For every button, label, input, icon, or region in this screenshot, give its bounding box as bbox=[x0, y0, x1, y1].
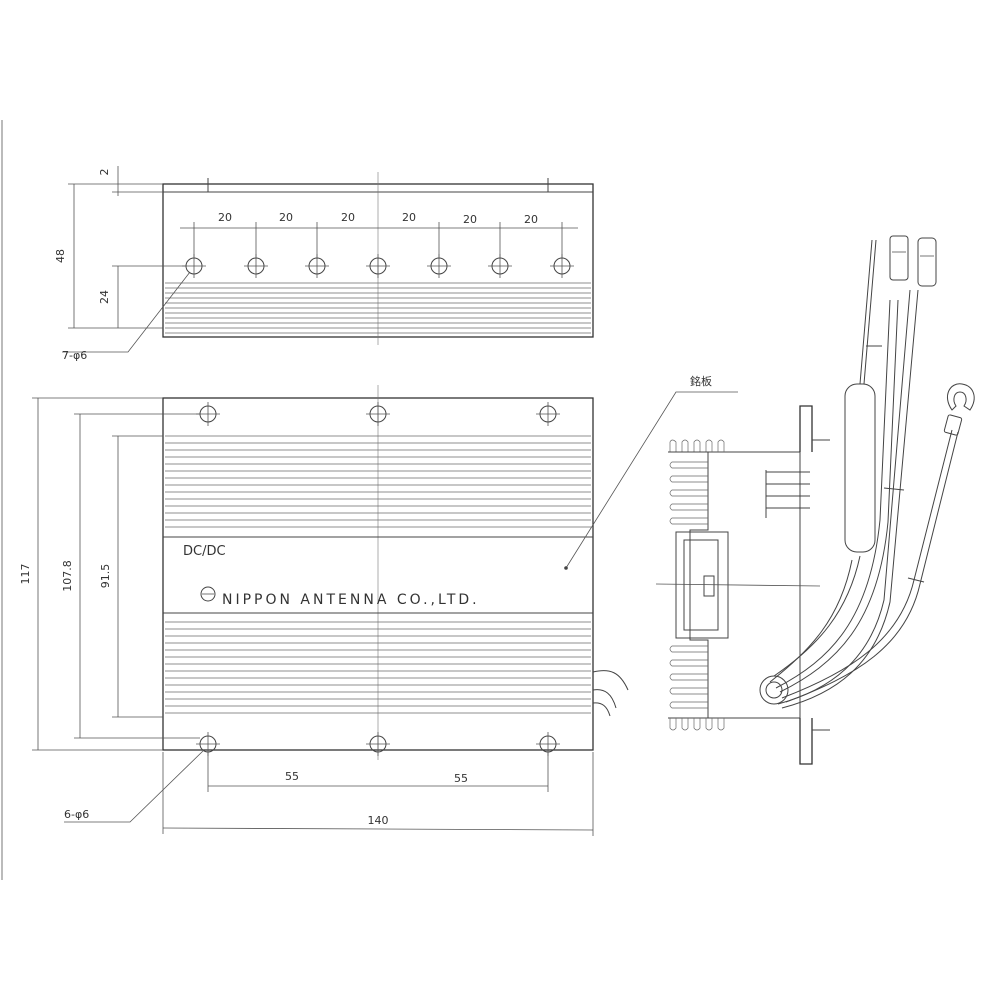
top-view-fins bbox=[165, 282, 591, 334]
side-view-left-fins bbox=[669, 461, 708, 709]
top-view-pitch-4: 20 bbox=[402, 211, 416, 224]
top-view-pitch-6: 20 bbox=[524, 213, 538, 226]
side-view-grommet-inner bbox=[765, 681, 783, 699]
front-view-lower-fins bbox=[165, 621, 591, 714]
side-view-nameplate-label: 銘板 bbox=[690, 374, 712, 388]
front-view-height-inner: 91.5 bbox=[99, 564, 112, 589]
front-view-height-outer: 117 bbox=[19, 564, 32, 585]
top-view-holes-label: 7-φ6 bbox=[62, 349, 87, 362]
side-view-internal-comb bbox=[765, 470, 810, 518]
top-view-pitch-extensions bbox=[193, 222, 563, 258]
front-view-cable-1 bbox=[592, 670, 629, 691]
top-view-top-gap: 2 bbox=[98, 169, 111, 176]
front-view-dimline-140 bbox=[162, 827, 594, 831]
side-view-cable-tie-3 bbox=[907, 577, 925, 583]
front-view-spacing-left: 55 bbox=[285, 770, 299, 783]
top-view: 20 20 20 20 20 20 48 2 24 7-φ6 bbox=[54, 166, 594, 362]
top-view-holes bbox=[182, 254, 574, 278]
side-view-fuse-wire-2 bbox=[863, 239, 877, 385]
front-view-width: 140 bbox=[368, 814, 389, 827]
side-view-bracket-top bbox=[799, 405, 813, 452]
side-view-connector bbox=[703, 575, 715, 597]
side-view bbox=[655, 235, 975, 765]
front-view: DC/DC NIPPON ANTENNA CO.,LTD. 117 107.8 … bbox=[19, 374, 738, 836]
top-view-pitch-1: 20 bbox=[218, 211, 232, 224]
front-view-holes-label: 6-φ6 bbox=[64, 808, 89, 821]
front-view-cable-3 bbox=[592, 702, 611, 717]
top-view-holes-leader bbox=[62, 271, 191, 353]
top-view-pitch-5: 20 bbox=[463, 213, 477, 226]
side-view-connector-a bbox=[889, 235, 909, 281]
side-view-top-fins bbox=[668, 439, 725, 453]
side-view-fuse-holder bbox=[844, 383, 876, 553]
side-view-fuse-wire bbox=[859, 239, 873, 385]
top-view-hole-height: 24 bbox=[98, 290, 111, 304]
nameplate-leader-dot bbox=[564, 566, 568, 570]
front-view-upper-fins bbox=[165, 435, 591, 528]
side-view-ring-terminal bbox=[947, 383, 975, 411]
side-view-cables bbox=[769, 289, 959, 709]
top-view-pitch-2: 20 bbox=[279, 211, 293, 224]
front-view-height-mid: 107.8 bbox=[61, 560, 74, 592]
front-view-brand-label: NIPPON ANTENNA CO.,LTD. bbox=[222, 592, 480, 608]
side-view-bottom-fins bbox=[668, 717, 725, 731]
front-view-holes-leader bbox=[64, 749, 205, 823]
front-view-logo-icon bbox=[200, 586, 216, 602]
front-view-cable-2 bbox=[592, 689, 617, 709]
side-view-centerline bbox=[655, 583, 821, 587]
front-view-model-label: DC/DC bbox=[183, 544, 226, 559]
side-view-housing bbox=[689, 451, 801, 719]
top-view-pitch-3: 20 bbox=[341, 211, 355, 224]
side-view-connector-b bbox=[917, 237, 937, 287]
front-view-spacing-right: 55 bbox=[454, 772, 468, 785]
nameplate-leader bbox=[565, 391, 738, 569]
side-view-terminal-sleeve bbox=[943, 414, 963, 436]
side-view-bracket-bottom bbox=[799, 718, 813, 765]
top-view-height-total: 48 bbox=[54, 249, 67, 263]
side-view-cable-tie-2 bbox=[883, 487, 905, 491]
